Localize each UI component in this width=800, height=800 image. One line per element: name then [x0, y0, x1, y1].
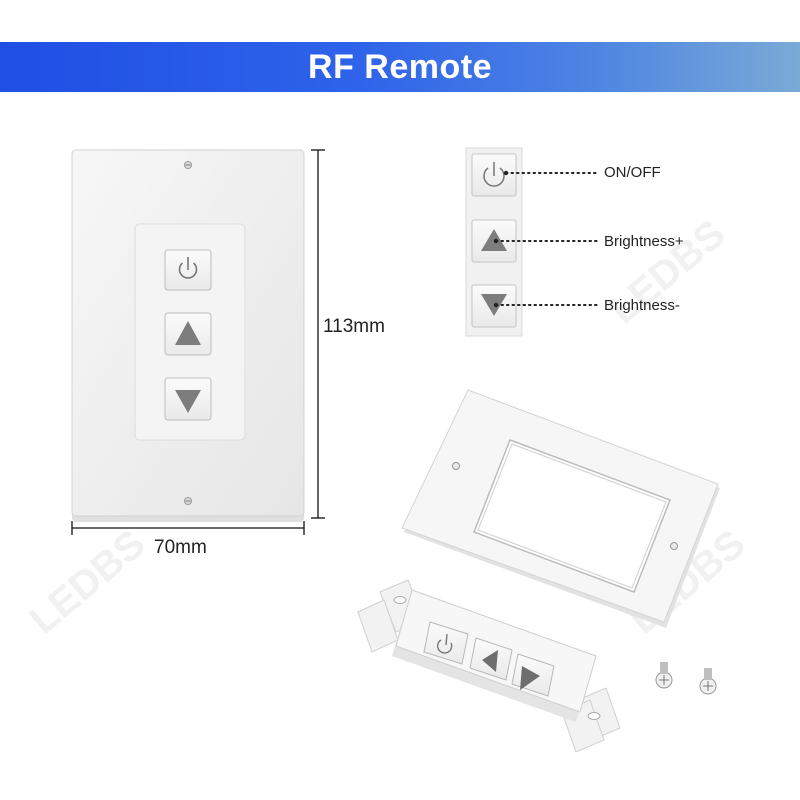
triangle-up-icon [175, 321, 201, 345]
legend-label-on-off: ON/OFF [604, 164, 661, 181]
triangle-left-icon [482, 650, 498, 672]
screw-icon [699, 668, 717, 695]
cover-plate-angled [401, 389, 720, 628]
power-icon [483, 162, 505, 187]
brightness-down-button [469, 637, 513, 681]
height-dimension-line [311, 149, 325, 519]
keypad-module-angled [357, 579, 621, 753]
triangle-right-icon [520, 666, 540, 690]
width-dimension-line [71, 521, 305, 535]
legend-label-brightness-down: Brightness- [604, 297, 680, 314]
power-icon [436, 633, 453, 654]
banner-title: RF Remote [308, 48, 492, 86]
brightness-up-button [164, 312, 212, 356]
wall-plate-front [71, 149, 305, 522]
power-button [164, 249, 212, 291]
height-label: 113mm [323, 316, 385, 337]
power-button [423, 621, 469, 665]
title-banner: RF Remote [0, 42, 800, 92]
screw-icon [655, 662, 673, 689]
brightness-up-button [511, 653, 555, 697]
screw-icon [184, 497, 192, 505]
triangle-up-icon [481, 229, 507, 251]
brightness-down-button [164, 377, 212, 421]
legend-down-button [471, 284, 517, 328]
screw-icon [184, 161, 192, 169]
triangle-down-icon [175, 390, 201, 413]
legend-power-button [471, 153, 517, 197]
legend-label-brightness-up: Brightness+ [604, 233, 684, 250]
button-legend-strip [465, 147, 599, 337]
width-label: 70mm [154, 537, 207, 558]
power-icon [178, 257, 198, 279]
